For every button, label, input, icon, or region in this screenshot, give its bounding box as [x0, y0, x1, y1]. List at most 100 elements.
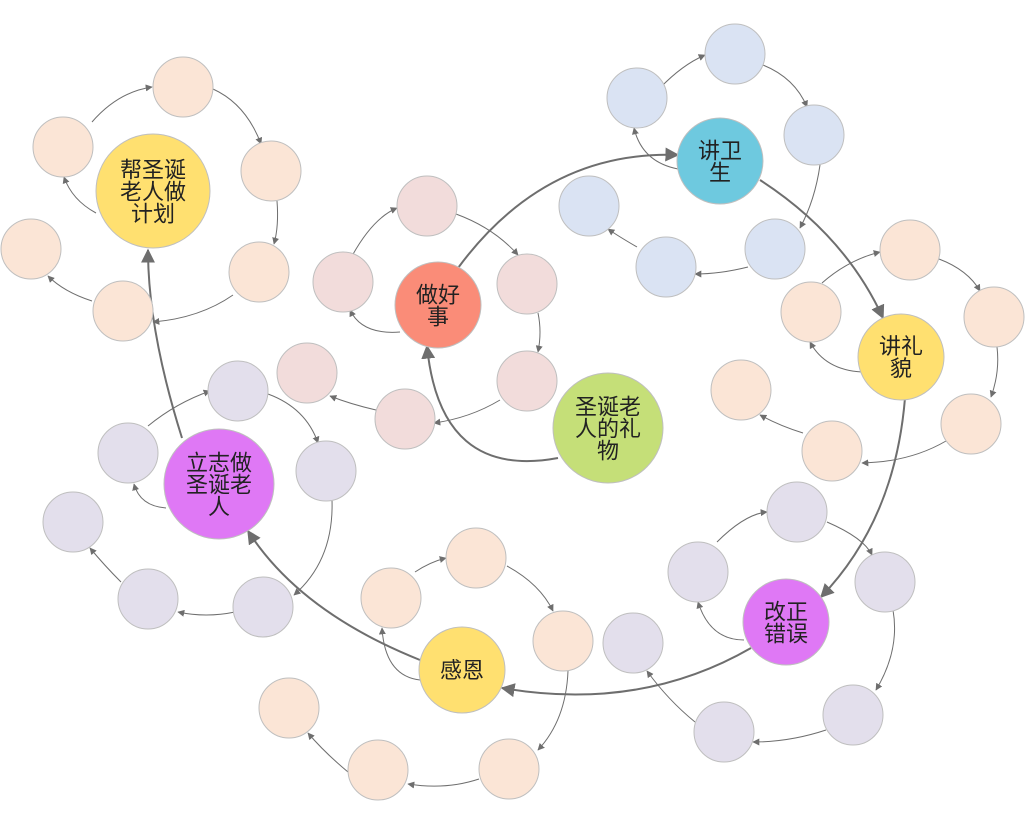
hub-node-correct [742, 578, 830, 666]
gratitude-cluster-node [347, 739, 409, 801]
aspire-cluster-node [207, 360, 269, 422]
satellite-arrow [537, 670, 569, 751]
hub-label-plan: 计划 [131, 203, 175, 228]
satellite-arrow [351, 207, 398, 257]
nodes-layer [0, 23, 1025, 801]
satellite-arrow [506, 565, 554, 612]
hub-label-gratitude: 感恩 [440, 659, 484, 684]
hub-label-gift: 物 [597, 440, 619, 465]
satellite-arrow [716, 509, 768, 543]
hub-node-polite [857, 313, 945, 401]
satellite-arrow [762, 64, 808, 108]
hygiene-cluster-node [744, 218, 806, 280]
hub-node-plan [95, 133, 211, 249]
correct-cluster-node [693, 701, 755, 763]
satellite-arrow [378, 627, 421, 681]
hub-node-gift [552, 372, 664, 484]
polite-cluster-node [801, 420, 863, 482]
satellite-arrow [147, 389, 211, 427]
satellite-arrow [752, 729, 827, 746]
satellite-arrow [414, 556, 447, 573]
gratitude-cluster-node [360, 567, 422, 629]
hub-label-plan: 帮圣诞 [120, 159, 186, 184]
correct-cluster-node [854, 551, 916, 613]
hub-label-gift: 人的礼 [575, 418, 641, 443]
polite-cluster-node [879, 219, 941, 281]
satellite-arrow [799, 164, 821, 229]
satellite-arrow [938, 258, 981, 292]
hub-connector-arrow [141, 248, 183, 439]
satellite-arrow [89, 547, 122, 583]
satellite-arrow [293, 499, 333, 596]
polite-cluster-node [710, 359, 772, 421]
hub-label-good-deeds: 做好 [416, 283, 460, 308]
aspire-cluster-node [42, 491, 104, 553]
plan-cluster-node [32, 116, 94, 178]
edges-layer [47, 54, 999, 789]
satellite-arrow [267, 393, 320, 444]
hub-connector-arrow [820, 397, 906, 599]
plan-cluster-node [152, 56, 214, 118]
gratitude-cluster-node [478, 738, 540, 800]
hub-connector-arrow [421, 344, 559, 463]
satellite-arrow [759, 414, 804, 434]
satellite-arrow [696, 601, 745, 641]
correct-cluster-node [667, 541, 729, 603]
satellite-arrow [177, 609, 236, 617]
aspire-cluster-node [232, 576, 294, 638]
hub-connector-arrow [500, 647, 752, 698]
gratitude-cluster-node [258, 677, 320, 739]
hub-connector-arrow [759, 179, 885, 320]
satellite-arrow [307, 732, 349, 773]
hub-connector-arrow [247, 529, 421, 661]
hub-label-aspire: 人 [208, 496, 230, 521]
hygiene-cluster-node [783, 104, 845, 166]
hub-label-polite: 貌 [890, 357, 912, 382]
aspire-cluster-node [97, 422, 159, 484]
satellite-arrow [809, 341, 863, 373]
satellite-arrow [694, 266, 749, 278]
satellite-arrow [861, 440, 947, 467]
polite-cluster-node [963, 286, 1025, 348]
hub-node-hygiene [676, 117, 764, 205]
correct-cluster-node [822, 684, 884, 746]
satellite-arrow [152, 294, 234, 325]
satellite-arrow [47, 275, 93, 302]
hub-node-good-deeds [394, 261, 482, 349]
hub-label-correct: 错误 [764, 622, 808, 647]
hub-label-aspire: 圣诞老 [186, 474, 252, 499]
satellite-arrow [91, 84, 153, 123]
satellite-arrow [62, 176, 97, 214]
satellite-arrow [455, 213, 519, 256]
hub-label-polite: 讲礼 [879, 335, 923, 360]
good-deeds-cluster-node [374, 388, 436, 450]
gratitude-cluster-node [445, 527, 507, 589]
aspire-cluster-node [295, 440, 357, 502]
hub-label-aspire: 立志做 [186, 452, 252, 477]
satellite-arrow [272, 200, 280, 245]
hygiene-cluster-node [635, 236, 697, 298]
polite-cluster-node [940, 393, 1002, 455]
hub-connector-arrow [457, 147, 680, 269]
hub-node-gratitude [418, 626, 506, 714]
satellite-arrow [659, 54, 706, 89]
hygiene-cluster-node [606, 67, 668, 129]
satellite-arrow [875, 609, 896, 691]
polite-cluster-node [780, 281, 842, 343]
satellite-arrow [132, 483, 167, 509]
satellite-arrow [535, 312, 543, 353]
satellite-arrow [632, 127, 679, 170]
satellite-arrow [646, 670, 696, 723]
plan-cluster-node [228, 241, 290, 303]
plan-cluster-node [240, 140, 302, 202]
satellite-arrow [212, 88, 263, 145]
good-deeds-cluster-node [312, 251, 374, 313]
hub-label-gift: 圣诞老 [575, 396, 641, 421]
hub-label-plan: 老人做 [120, 181, 186, 206]
hub-label-good-deeds: 事 [427, 305, 449, 330]
correct-cluster-node [602, 612, 664, 674]
good-deeds-cluster-node [496, 350, 558, 412]
good-deeds-cluster-node [396, 175, 458, 237]
